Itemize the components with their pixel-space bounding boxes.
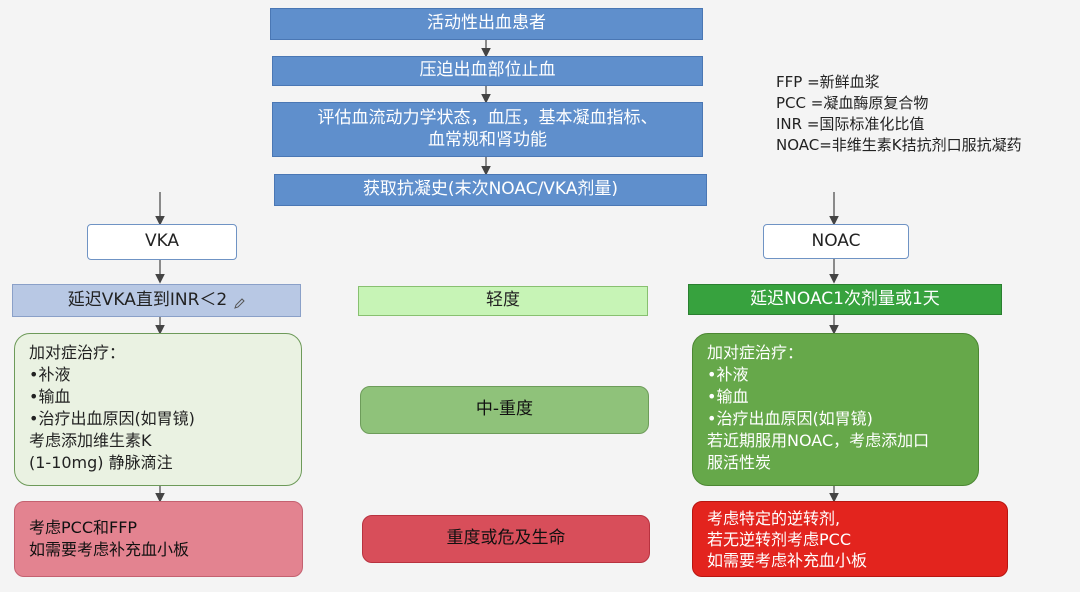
severity-mild: 轻度 <box>358 286 648 316</box>
vka-severe-management: 考虑PCC和FFP 如需要考虑补充血小板 <box>14 501 303 577</box>
vka-treatment-line-3: •输血 <box>29 387 71 406</box>
step-assess-line-2: 血常规和肾功能 <box>428 129 547 150</box>
step-compress-bleeding-site: 压迫出血部位止血 <box>272 56 703 86</box>
noac-delay-action: 延迟NOAC1次剂量或1天 <box>688 284 1002 315</box>
noac-treatment-line-3: •输血 <box>707 387 749 406</box>
noac-treatment-line-4: •治疗出血原因(如胃镜) <box>707 409 873 428</box>
noac-treatment-line-5: 若近期服用NOAC，考虑添加口 <box>707 431 930 450</box>
vka-severe-line-2: 如需要考虑补充血小板 <box>29 540 190 559</box>
step-anticoagulation-history: 获取抗凝史(末次NOAC/VKA剂量) <box>274 174 707 206</box>
step-anticoagulation-label: 获取抗凝史(末次NOAC/VKA剂量) <box>362 179 619 200</box>
noac-treatment-line-6: 服活性炭 <box>707 453 772 472</box>
legend-noac: NOAC=非维生素K拮抗剂口服抗凝药 <box>776 136 1022 154</box>
step-assess-hemodynamics: 评估血流动力学状态，血压，基本凝血指标、 血常规和肾功能 <box>272 102 703 157</box>
legend-ffp: FFP =新鲜血浆 <box>776 73 880 91</box>
noac-severe-line-3: 如需要考虑补充血小板 <box>707 550 868 570</box>
legend-pcc: PCC =凝血酶原复合物 <box>776 94 929 112</box>
severity-moderate-severe: 中-重度 <box>360 386 649 434</box>
noac-severe-line-2: 若无逆转剂考虑PCC <box>707 529 851 549</box>
severity-life-threatening: 重度或危及生命 <box>362 515 650 563</box>
vka-delay-label: 延迟VKA直到INR＜2 <box>67 289 228 310</box>
vka-treatment-line-6: (1-10mg) 静脉滴注 <box>29 453 173 472</box>
vka-node: VKA <box>87 224 237 260</box>
vka-treatment-line-2: •补液 <box>29 365 71 384</box>
noac-delay-label: 延迟NOAC1次剂量或1天 <box>750 288 940 309</box>
noac-symptomatic-treatment: 加对症治疗： •补液 •输血 •治疗出血原因(如胃镜) 若近期服用NOAC，考虑… <box>692 333 979 486</box>
noac-node: NOAC <box>763 224 909 259</box>
pencil-icon <box>233 295 245 309</box>
vka-label: VKA <box>144 231 180 252</box>
abbreviation-legend: FFP =新鲜血浆 PCC =凝血酶原复合物 INR =国际标准化比值 NOAC… <box>776 72 1022 156</box>
severity-severe-label: 重度或危及生命 <box>446 528 566 549</box>
severity-moderate-label: 中-重度 <box>475 399 534 420</box>
vka-symptomatic-treatment: 加对症治疗： •补液 •输血 •治疗出血原因(如胃镜) 考虑添加维生素K (1-… <box>14 333 302 486</box>
vka-delay-action: 延迟VKA直到INR＜2 <box>12 284 301 317</box>
step-assess-line-1: 评估血流动力学状态，血压，基本凝血指标、 <box>317 108 658 129</box>
noac-severe-line-1: 考虑特定的逆转剂, <box>707 508 841 528</box>
noac-label: NOAC <box>811 230 861 251</box>
legend-inr: INR =国际标准化比值 <box>776 115 925 133</box>
noac-severe-management: 考虑特定的逆转剂, 若无逆转剂考虑PCC 如需要考虑补充血小板 <box>692 501 1008 577</box>
vka-treatment-line-5: 考虑添加维生素K <box>29 431 152 450</box>
step-active-bleeding: 活动性出血患者 <box>270 8 703 40</box>
noac-treatment-line-2: •补液 <box>707 365 749 384</box>
step-active-bleeding-label: 活动性出血患者 <box>427 13 546 34</box>
severity-mild-label: 轻度 <box>486 290 520 311</box>
vka-treatment-line-1: 加对症治疗： <box>29 343 126 362</box>
noac-treatment-line-1: 加对症治疗： <box>707 343 804 362</box>
vka-severe-line-1: 考虑PCC和FFP <box>29 518 138 537</box>
step-compress-label: 压迫出血部位止血 <box>419 60 556 81</box>
vka-treatment-line-4: •治疗出血原因(如胃镜) <box>29 409 195 428</box>
